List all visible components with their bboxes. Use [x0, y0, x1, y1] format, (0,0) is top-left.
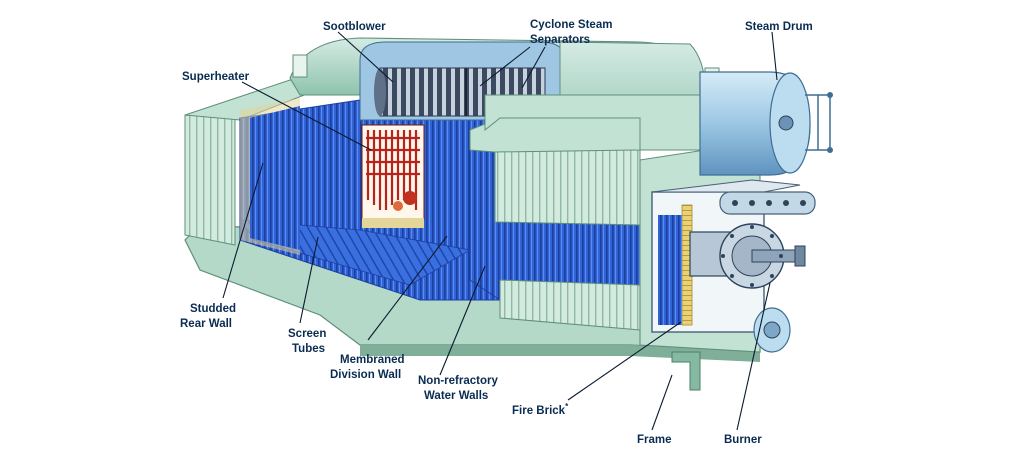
label-screen-line1: Screen	[288, 328, 326, 340]
label-frame: Frame	[637, 434, 672, 446]
label-studded-line2: Rear Wall	[180, 318, 232, 330]
label-nonref-line2: Water Walls	[424, 390, 488, 402]
label-superheater: Superheater	[182, 71, 250, 83]
front-wall	[639, 149, 816, 353]
label-sootblower: Sootblower	[323, 21, 386, 33]
support-frame	[671, 351, 701, 391]
label-membraned-line1: Membraned	[340, 354, 405, 366]
label-membraned-line2: Division Wall	[330, 369, 401, 381]
steam-drum	[699, 71, 833, 353]
label-screen-line2: Tubes	[292, 343, 325, 355]
leader-lines	[222, 31, 778, 431]
water-wall-section	[469, 41, 706, 331]
label-steam-drum: Steam Drum	[745, 21, 813, 33]
label-studded-line1: Studded	[190, 303, 236, 315]
callout-labels: Sootblower Cyclone Steam Separators Stea…	[180, 19, 813, 446]
label-fire-brick: Fire Brick*	[512, 402, 569, 417]
superheater	[361, 124, 425, 228]
label-nonref-line1: Non-refractory	[418, 375, 498, 387]
label-cyclone-line1: Cyclone Steam	[530, 19, 612, 31]
label-cyclone-line2: Separators	[530, 34, 590, 46]
label-burner: Burner	[724, 434, 762, 446]
